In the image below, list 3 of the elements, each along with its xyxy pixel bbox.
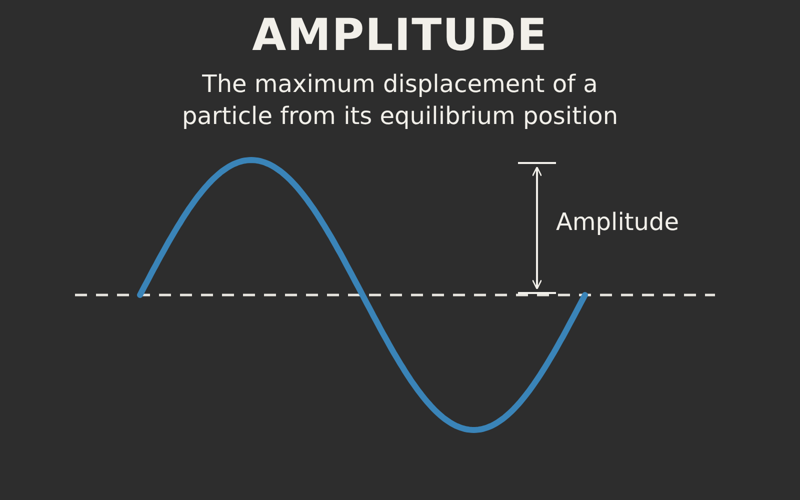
title: AMPLITUDE (252, 10, 548, 61)
definition-text: The maximum displacement of a particle from its equilibrium position (182, 70, 618, 130)
dimension-label: Amplitude (556, 208, 679, 236)
